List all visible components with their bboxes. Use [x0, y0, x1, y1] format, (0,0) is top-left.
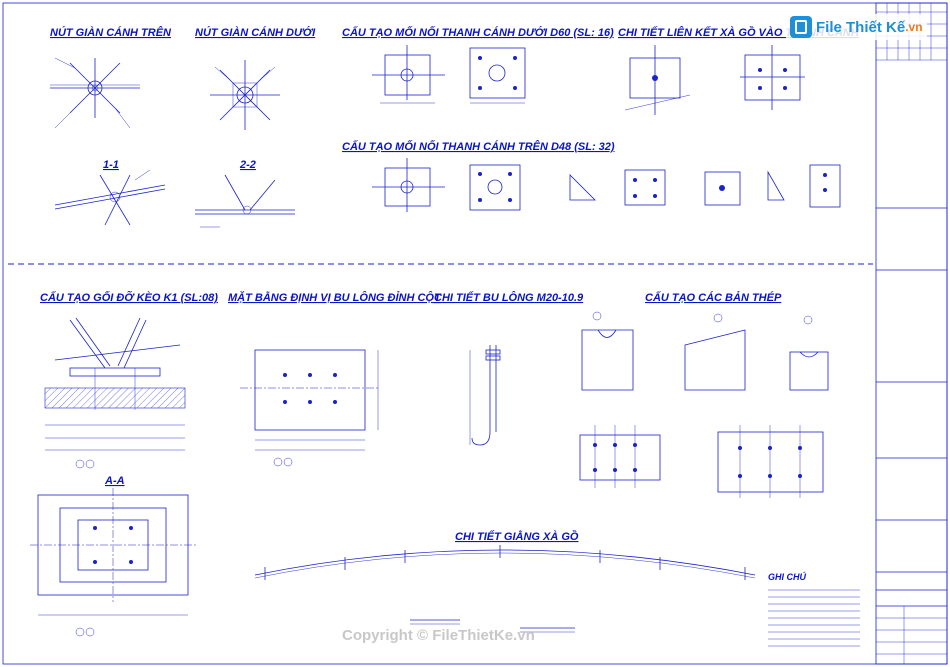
title-bolt-detail: CHI TIẾT BU LÔNG M20-10.9 — [434, 291, 584, 304]
purlin-bracing-drawing — [254, 545, 756, 633]
title-section-1-1: 1-1 — [103, 159, 119, 171]
section-a-a-drawing — [30, 488, 196, 637]
title-top-chord-splice: CẤU TẠO MỐI NỐI THANH CÁNH TRÊN D48 (SL:… — [342, 140, 615, 153]
title-notes: GHI CHÚ — [768, 571, 807, 582]
copyright-watermark: Copyright © FileThietKe.vn — [342, 627, 535, 644]
bottom-chord-joint-drawing — [210, 60, 280, 130]
truss-support-drawing — [44, 317, 186, 469]
anchor-bolt-plan-drawing — [240, 349, 380, 467]
title-truss-support: CẤU TẠO GỐI ĐỠ KÈO K1 (SL:08) — [40, 291, 218, 304]
section-1-1-drawing — [54, 169, 166, 226]
title-purlin-bracing: CHI TIẾT GIẰNG XÀ GỒ — [455, 530, 579, 543]
logo-text: File Thiết Kế — [816, 18, 906, 36]
top-chord-splice-drawing — [372, 158, 841, 212]
notes-lines — [768, 589, 860, 647]
section-2-2-drawing — [195, 174, 295, 228]
logo-icon — [790, 16, 812, 38]
title-anchor-bolt-plan: MẶT BẰNG ĐỊNH VỊ BU LÔNG ĐỈNH CỘT — [228, 291, 442, 304]
logo-suffix: .vn — [905, 20, 923, 34]
title-section-2-2: 2-2 — [239, 159, 256, 171]
title-steel-plates: CẤU TẠO CÁC BẢN THÉP — [645, 291, 782, 304]
title-top-chord-joint: NÚT GIÀN CÁNH TRÊN — [50, 26, 172, 39]
title-block — [875, 2, 948, 665]
title-bottom-chord-joint: NÚT GIÀN CÁNH DƯỚI — [195, 26, 316, 39]
filethietke-logo: File Thiết Kế .vn — [786, 14, 927, 40]
top-chord-joint-drawing — [50, 57, 140, 129]
title-section-a-a: A-A — [104, 475, 125, 487]
title-bottom-chord-splice: CẤU TẠO MỐI NỐI THANH CÁNH DƯỚI D60 (SL:… — [342, 26, 614, 39]
bottom-chord-splice-drawing — [372, 45, 526, 104]
purlin-connection-drawing — [624, 45, 805, 115]
steel-plates-drawing — [579, 311, 829, 498]
bolt-detail-drawing — [469, 345, 501, 446]
